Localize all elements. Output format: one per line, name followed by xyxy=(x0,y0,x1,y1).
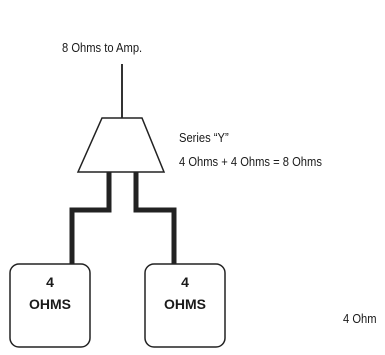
left-speaker-unit: OHMS xyxy=(29,296,71,312)
cut-off-impedance-label: 4 Ohm xyxy=(343,311,377,326)
amp-connection-label: 8 Ohms to Amp. xyxy=(62,40,143,55)
right-speaker-box xyxy=(144,263,226,348)
left-speaker-value: 4 xyxy=(46,274,54,290)
series-y-adapter xyxy=(76,117,166,173)
right-speaker-value: 4 xyxy=(181,274,189,290)
series-y-title: Series “Y” xyxy=(179,130,229,145)
left-speaker-wire xyxy=(69,172,112,264)
left-speaker-box xyxy=(9,263,91,348)
right-speaker-unit: OHMS xyxy=(164,296,206,312)
impedance-equation: 4 Ohms + 4 Ohms = 8 Ohms xyxy=(179,154,322,169)
right-speaker-wire xyxy=(133,172,177,264)
